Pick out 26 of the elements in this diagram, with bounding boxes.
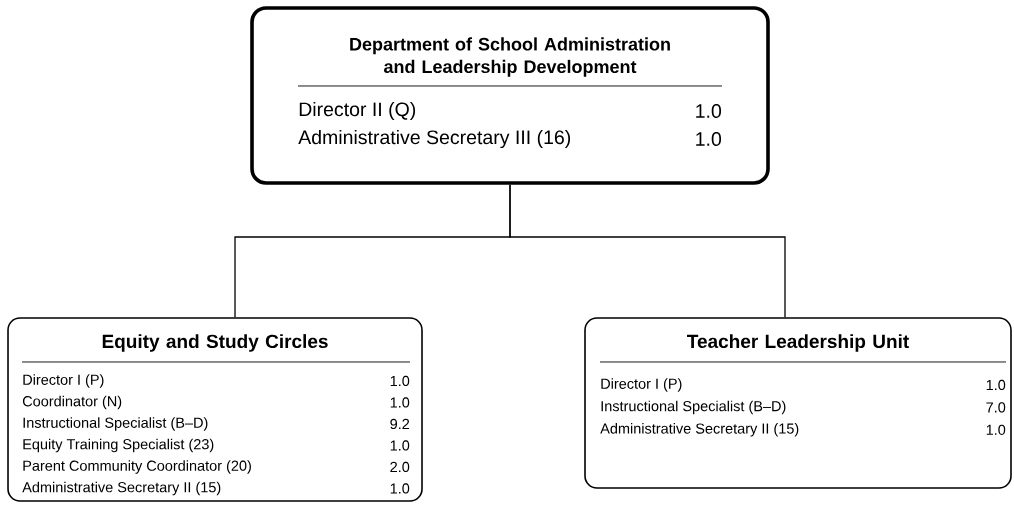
unit-heading: Equity and Study Circles [102, 334, 328, 352]
connector-line [509, 184, 786, 318]
position-title: Administrative Secretary II (15) [600, 423, 799, 437]
fte-value: 1.0 [390, 397, 410, 408]
fte-value: 1.0 [390, 440, 410, 451]
position-title: Administrative Secretary III (16) [298, 129, 571, 149]
fte-value: 7.0 [986, 402, 1006, 413]
position-title: Director I (P) [23, 374, 104, 388]
fte-value: 1.0 [986, 379, 1006, 391]
fte-value: 2.0 [390, 461, 410, 473]
unit-heading: Department of School Administration and Leadership Development [350, 37, 670, 77]
fte-value: 1.0 [696, 104, 722, 118]
fte-value: 1.0 [986, 424, 1006, 435]
position-title: Parent Community Coordinator (20) [23, 460, 251, 474]
position-title: Instructional Specialist (B–D) [23, 417, 208, 431]
position-title: Instructional Specialist (B–D) [601, 400, 786, 415]
fte-value: 9.2 [390, 418, 410, 430]
fte-value: 1.0 [390, 375, 410, 387]
position-title: Administrative Secretary II (15) [22, 481, 221, 496]
unit-heading: Teacher Leadership Unit [687, 334, 909, 352]
fte-value: 1.0 [696, 132, 722, 146]
position-title: Coordinator (N) [22, 395, 122, 410]
position-title: Equity Training Specialist (23) [23, 438, 214, 453]
position-title: Director I (P) [601, 378, 682, 392]
fte-value: 1.0 [390, 483, 410, 494]
position-title: Director II (Q) [299, 101, 416, 121]
